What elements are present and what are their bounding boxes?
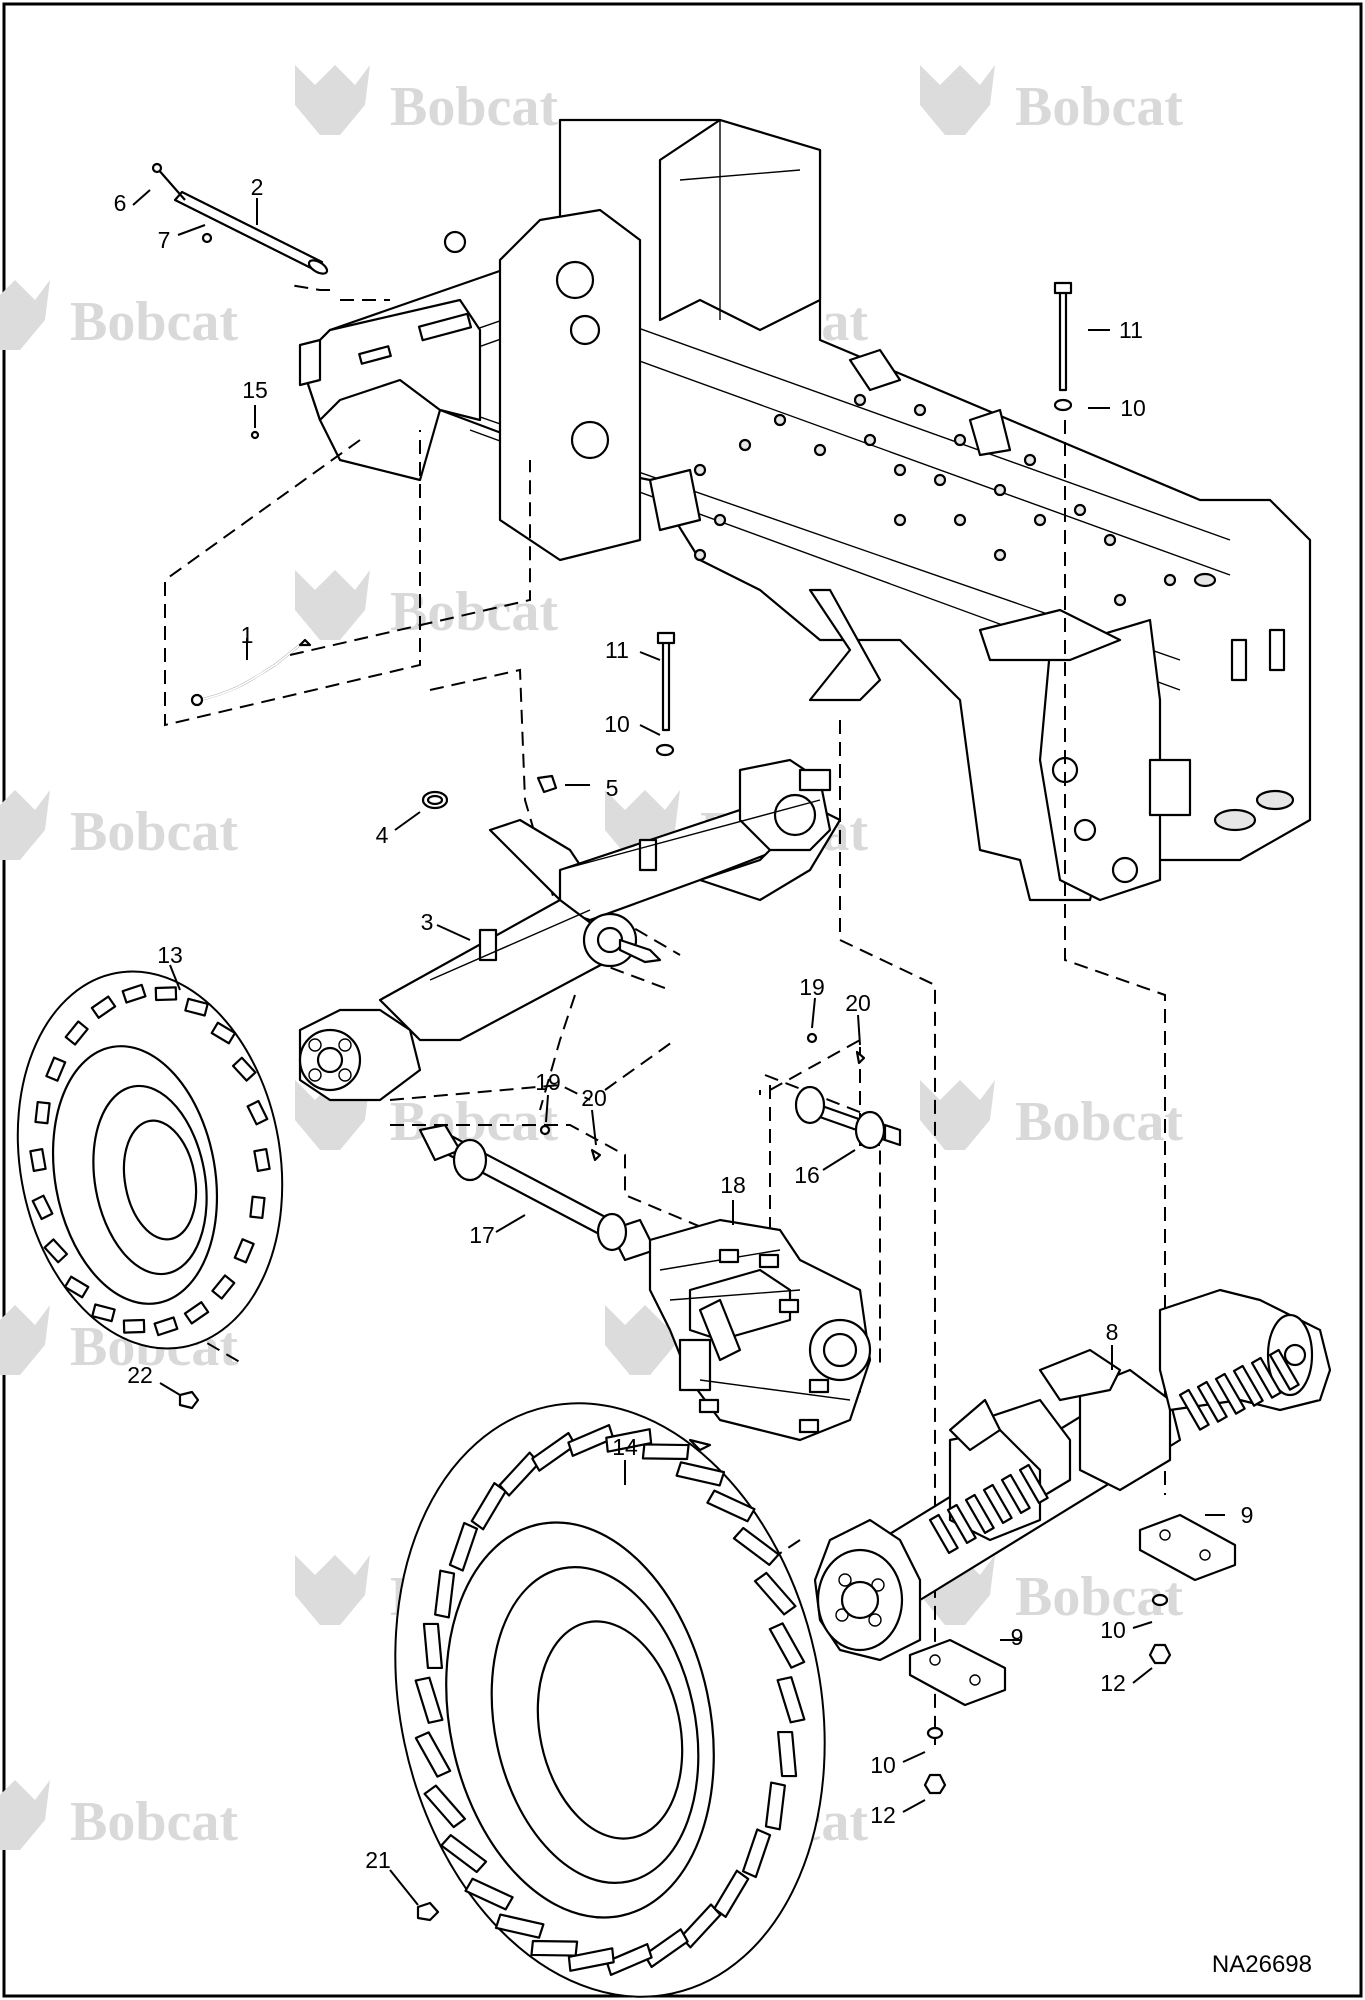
nut-12-bottom xyxy=(923,1773,947,1795)
watermark-text: Bobcat xyxy=(1015,1091,1183,1153)
bobcat-watermark: Bobcat xyxy=(0,790,238,863)
callout-8: 8 xyxy=(1106,1319,1119,1345)
washer-10-top xyxy=(1053,398,1073,412)
callout-18: 18 xyxy=(720,1172,746,1198)
nut-12-right xyxy=(1148,1643,1172,1665)
callout-1: 1 xyxy=(241,622,254,648)
callout-7: 7 xyxy=(158,227,171,253)
callout-11-mid: 11 xyxy=(605,637,629,663)
callout-17: 17 xyxy=(469,1222,495,1248)
callout-11-top: 11 xyxy=(1119,317,1143,343)
bobcat-watermark: Bobcat xyxy=(920,65,1183,138)
transmission-18 xyxy=(648,1218,872,1452)
callout-10-right: 10 xyxy=(1100,1617,1126,1643)
callout-22: 22 xyxy=(127,1362,153,1388)
callout-5: 5 xyxy=(606,775,619,801)
wheel-nut-22 xyxy=(178,1390,200,1410)
callout-15: 15 xyxy=(242,377,268,403)
drive-shaft-16 xyxy=(794,1085,902,1150)
washer-10-mid xyxy=(655,743,675,757)
callout-20-left: 20 xyxy=(581,1085,607,1111)
fitting-15 xyxy=(250,430,260,440)
watermark-text: Bobcat xyxy=(70,1791,238,1853)
callout-19-right: 19 xyxy=(799,974,825,1000)
bolt-19a xyxy=(539,1124,551,1136)
callout-4: 4 xyxy=(376,822,389,848)
front-axle xyxy=(298,758,842,1102)
bolt-19b xyxy=(806,1032,818,1044)
mounting-plate-9b xyxy=(908,1638,1007,1707)
callout-10-top: 10 xyxy=(1120,395,1146,421)
callout-20-right: 20 xyxy=(845,990,871,1016)
callout-12-right: 12 xyxy=(1100,1670,1126,1696)
bolt-11-mid xyxy=(656,631,676,732)
drive-shaft-17 xyxy=(418,1123,657,1262)
watermark-text: Bobcat xyxy=(70,291,238,353)
bobcat-watermark: Bobcat xyxy=(295,65,558,138)
callout-6: 6 xyxy=(114,190,127,216)
callout-10-mid: 10 xyxy=(604,711,630,737)
callout-9-right: 9 xyxy=(1241,1502,1254,1528)
washer-10-bottom xyxy=(926,1726,944,1740)
callout-13: 13 xyxy=(157,942,183,968)
clip-20a xyxy=(590,1148,602,1162)
callout-14: 14 xyxy=(612,1434,638,1460)
breather xyxy=(536,774,558,794)
watermark-text: Bobcat xyxy=(390,76,558,138)
callout-3: 3 xyxy=(421,909,434,935)
callout-16: 16 xyxy=(794,1162,820,1188)
callout-10-bottom: 10 xyxy=(870,1752,896,1778)
callout-9-bottom: 9 xyxy=(1011,1624,1024,1650)
rear-wheel-14 xyxy=(394,1402,826,1998)
callout-21: 21 xyxy=(365,1847,391,1873)
leader-lines xyxy=(132,189,1225,1906)
drawing-id: NA26698 xyxy=(1212,1951,1312,1978)
washer-10-right xyxy=(1151,1593,1169,1607)
callout-19-left: 19 xyxy=(535,1069,561,1095)
bobcat-watermark: Bobcat xyxy=(920,1080,1183,1153)
bobcat-watermark: Bobcat xyxy=(920,1555,1183,1628)
watermark-text: Bobcat xyxy=(1015,76,1183,138)
clip-20b xyxy=(855,1050,866,1065)
callout-12-bottom: 12 xyxy=(870,1802,896,1828)
bobcat-watermark: Bobcat xyxy=(0,1780,238,1853)
wheel-nut-21 xyxy=(416,1901,440,1922)
hose-assembly xyxy=(190,638,312,707)
bolt-11-top xyxy=(1053,281,1073,392)
bobcat-watermark: Bobcat xyxy=(295,570,558,643)
machine-frame xyxy=(298,118,1312,902)
rear-axle-8 xyxy=(813,1288,1332,1662)
pivot-pin xyxy=(151,162,329,275)
mounting-plate-9a xyxy=(1138,1513,1237,1582)
callout-2: 2 xyxy=(251,174,264,200)
watermark-text: Bobcat xyxy=(70,801,238,863)
bobcat-watermark: Bobcat xyxy=(0,280,238,353)
callout-labels: 6 2 7 15 11 10 1 11 10 5 4 3 13 19 20 19… xyxy=(114,174,1254,1873)
front-wheel-13 xyxy=(16,970,284,1350)
